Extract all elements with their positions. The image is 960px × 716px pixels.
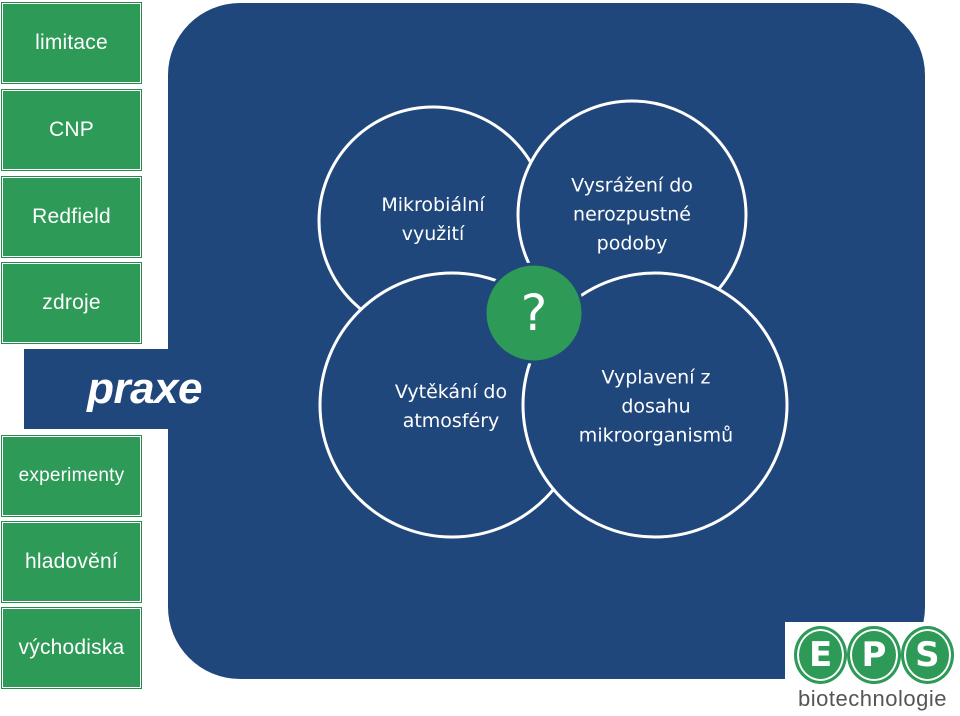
nav-item-experimenty[interactable]: experimenty [2,436,141,516]
venn-circle-bottom-right [521,271,789,539]
logo-text: biotechnologie [798,686,947,711]
nav-item-praxe-active[interactable]: praxe [24,349,224,429]
nav-item-cnp[interactable]: CNP [2,90,141,170]
logo-letters: E P S [794,626,954,686]
nav-item-label: limitace [35,31,108,54]
logo-letter-p: P [847,626,901,684]
nav-item-hladoveni[interactable]: hladovění [2,522,141,602]
nav-item-vychodiska[interactable]: východiska [2,608,141,688]
nav-item-label: zdroje [42,291,101,314]
nav-item-limitace[interactable]: limitace [2,3,141,83]
nav-item-redfield[interactable]: Redfield [2,177,141,257]
nav-item-label: CNP [49,118,94,141]
nav-item-zdroje[interactable]: zdroje [2,263,141,343]
nav-item-label: hladovění [25,550,118,573]
venn-center-question-mark: ? [520,284,548,342]
nav-item-label: experimenty [18,465,125,486]
nav-item-label: východiska [18,636,125,659]
eps-logo: E P S biotechnologie [785,622,960,716]
active-tab-label: praxe [87,364,202,413]
venn-center-circle [483,262,585,364]
logo-letter-s: S [900,626,954,684]
logo-letter-e: E [794,626,848,684]
nav-item-label: Redfield [32,205,111,228]
